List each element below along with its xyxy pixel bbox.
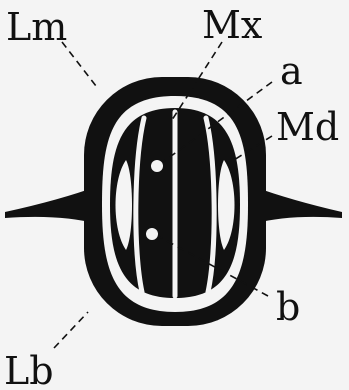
- label-lb: Lb: [4, 349, 54, 390]
- point-b: [146, 228, 158, 240]
- label-b: b: [276, 285, 300, 329]
- label-a: a: [280, 49, 303, 93]
- label-lm: Lm: [6, 5, 67, 49]
- leader-lb: [54, 312, 88, 348]
- label-md: Md: [276, 105, 339, 149]
- point-a: [151, 160, 163, 172]
- label-mx: Mx: [202, 3, 262, 47]
